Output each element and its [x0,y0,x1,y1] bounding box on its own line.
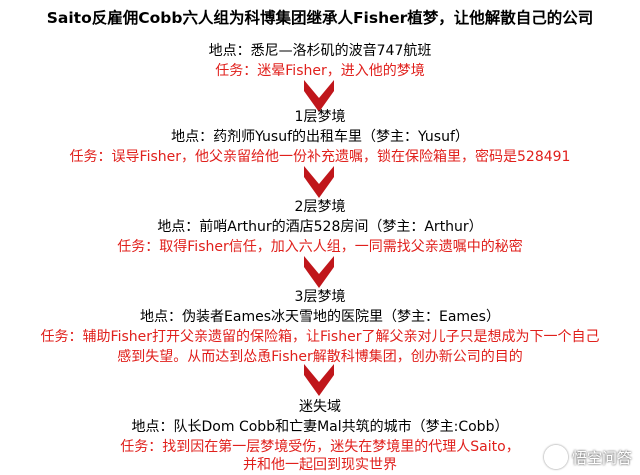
watermark: 悟空问答 [543,445,632,469]
intro-task: 任务：迷晕Fisher，进入他的梦境 [215,63,425,79]
limbo-name: 迷失域 [299,399,341,415]
page-title: Saito反雇佣Cobb六人组为科博集团继承人Fisher植梦，让他解散自己的公… [46,9,594,27]
down-arrow-icon [304,364,334,396]
level-3-name: 3层梦境 [294,289,346,305]
level-2-task: 任务：取得Fisher信任，加入六人组，一同需找父亲遗嘱中的秘密 [117,239,523,255]
level-3-task-line-1: 任务：辅助Fisher打开父亲遗留的保险箱，让Fisher了解父亲对儿子只是想成… [40,329,600,345]
level-2-name: 2层梦境 [294,199,346,215]
intro-location: 地点：悉尼—洛杉矶的波音747航班 [208,43,432,59]
down-arrow-icon [304,80,334,112]
level-1-name: 1层梦境 [294,109,346,125]
watermark-text: 悟空问答 [571,448,632,467]
limbo-task-line-1: 任务：找到因在第一层梦境受伤，迷失在梦境里的代理人Saito， [120,439,520,455]
down-arrow-icon [304,166,334,198]
level-1-location: 地点：药剂师Yusuf的出租车里（梦主：Yusuf） [171,129,469,145]
watermark-logo-icon [543,445,568,469]
limbo-task-line-2: 并和他一起回到现实世界 [243,457,397,473]
level-2-location: 地点：前哨Arthur的酒店528房间（梦主：Arthur） [157,219,483,235]
level-1-task: 任务：误导Fisher，他父亲留给他一份补充遗嘱，锁在保险箱里，密码是52849… [69,149,571,165]
level-3-location: 地点：伪装者Eames冰天雪地的医院里（梦主：Eames） [140,309,500,325]
down-arrow-icon [304,256,334,288]
level-3-task-line-2: 感到失望。从而达到怂恿Fisher解散科博集团，创办新公司的目的 [117,349,523,365]
limbo-location: 地点：队长Dom Cobb和亡妻Mal共筑的城市（梦主:Cobb） [131,419,509,435]
